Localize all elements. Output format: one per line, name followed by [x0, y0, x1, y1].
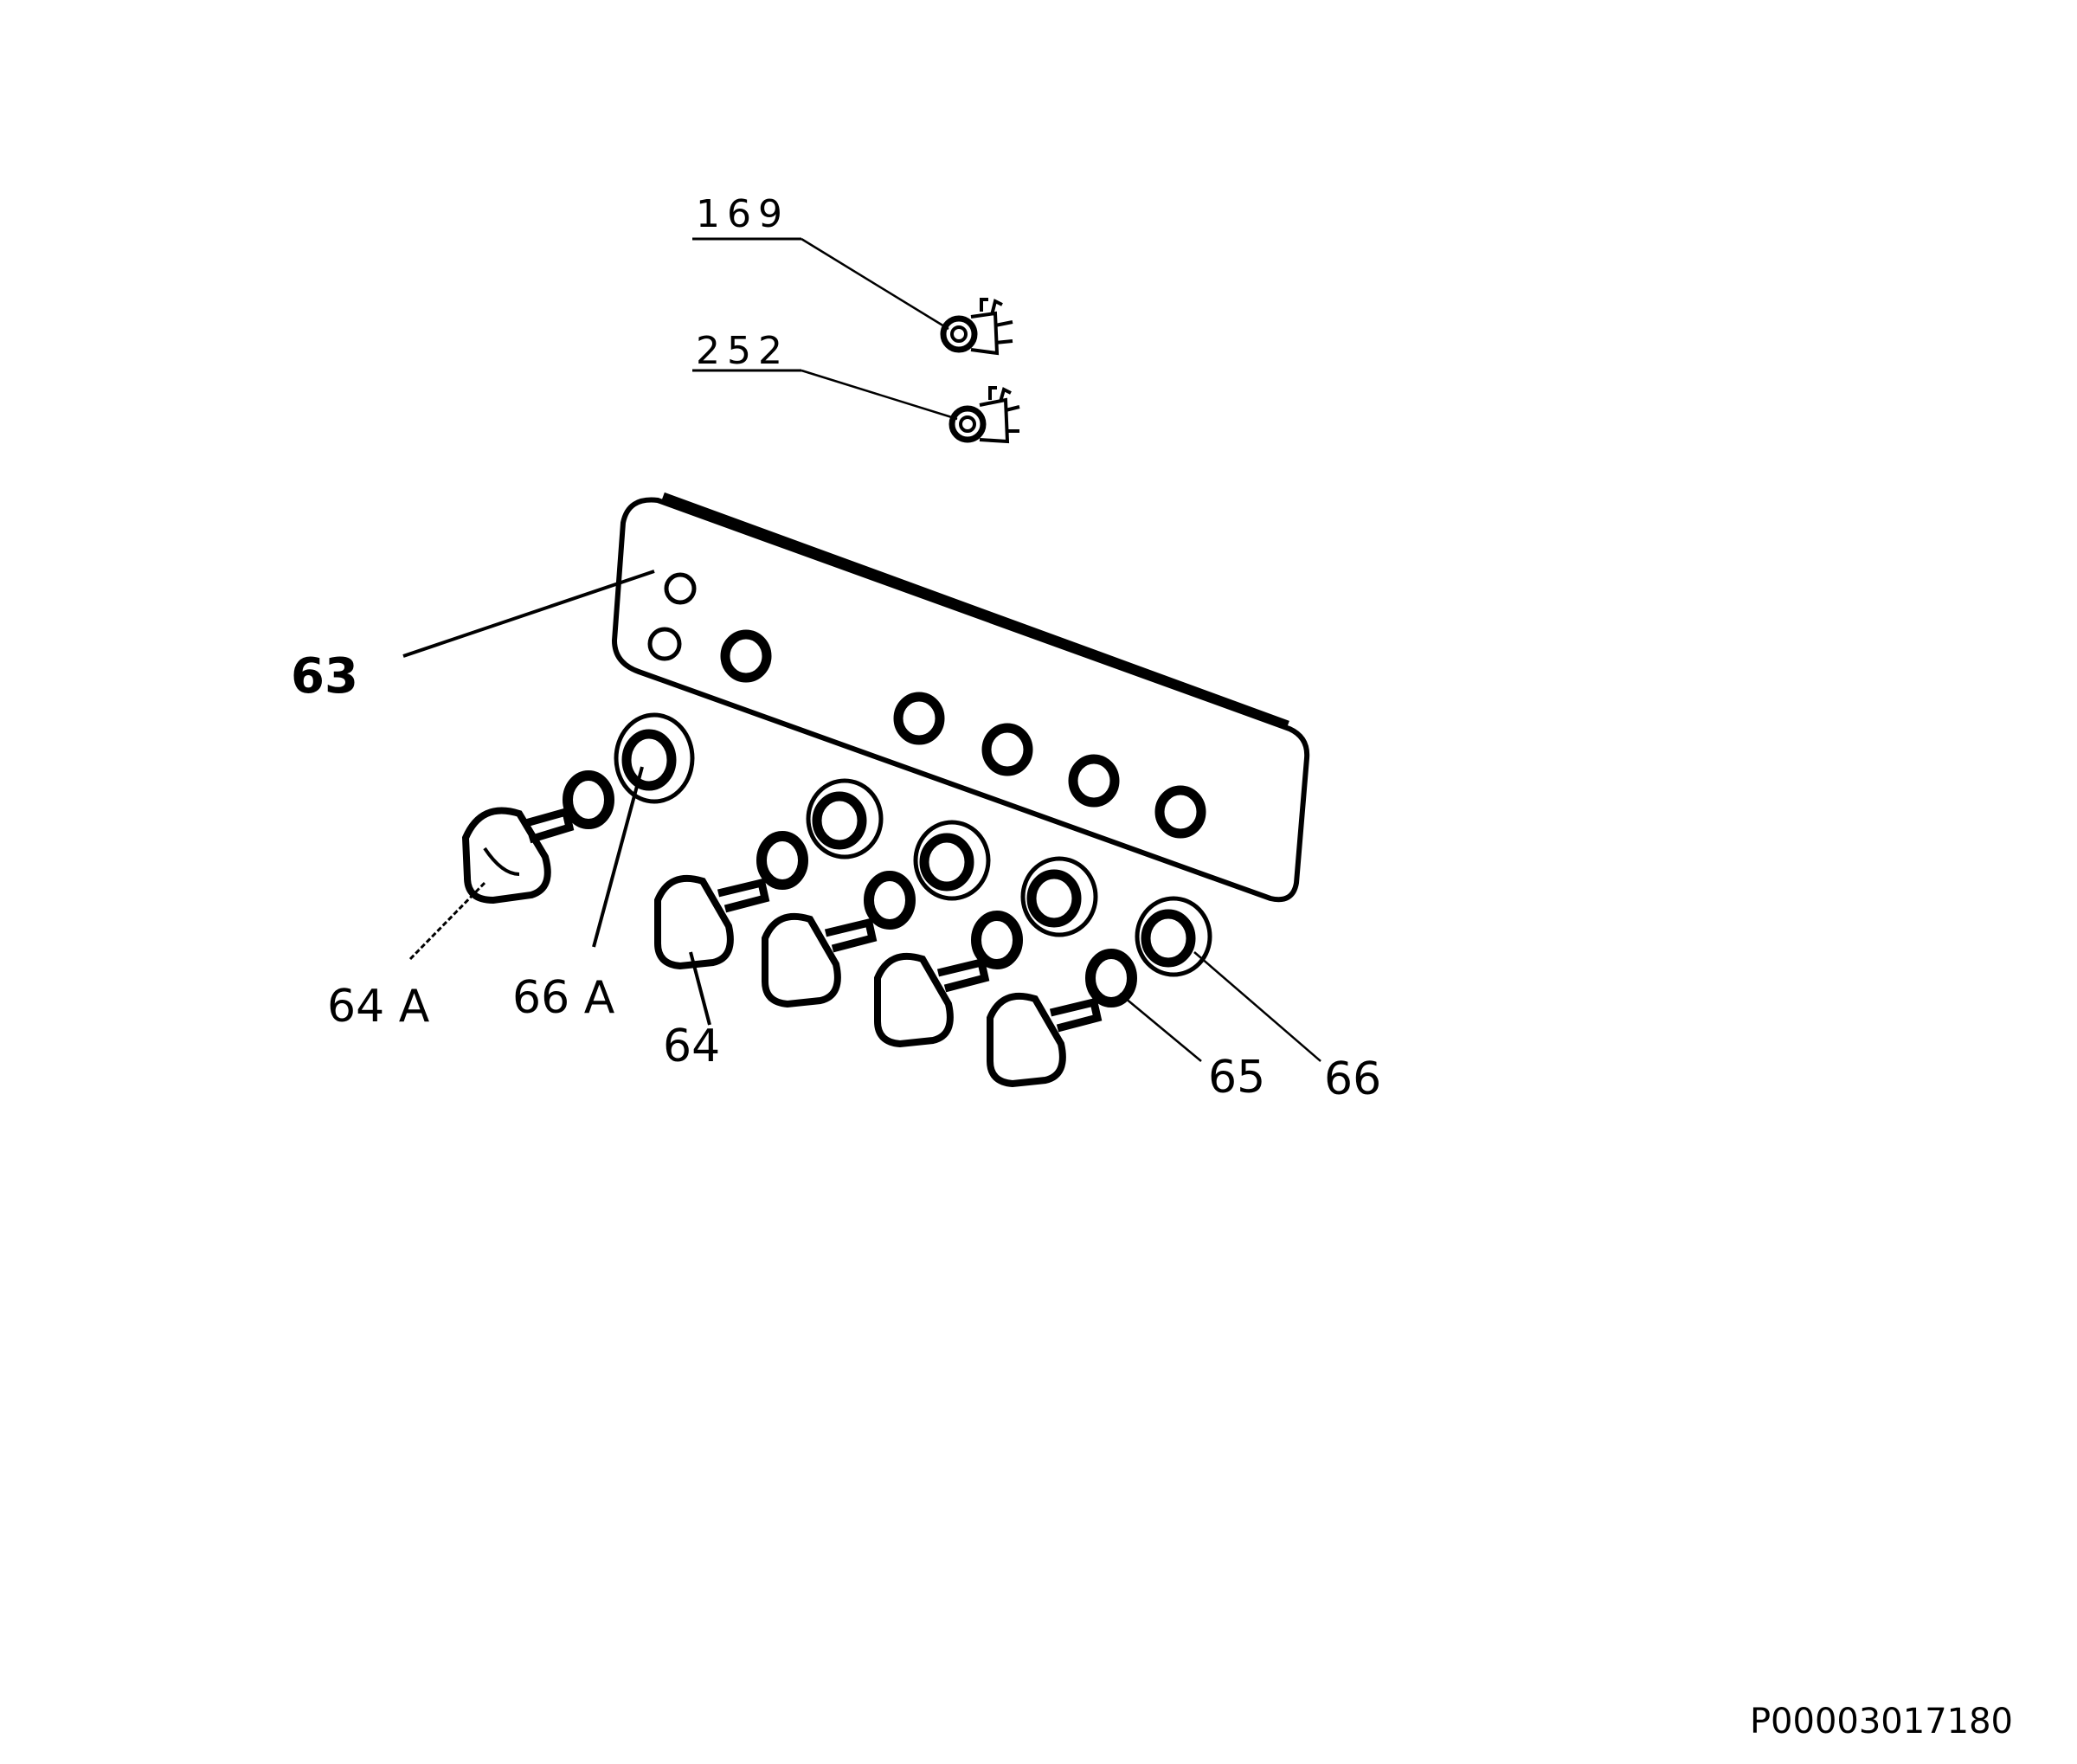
panel-knob-hole-5 [1154, 785, 1206, 839]
part-66-bezel-ring-3 [1020, 856, 1098, 937]
part-64-knob-4 [987, 992, 1103, 1088]
panel-knob-hole-3 [981, 723, 1033, 776]
leader-65 [1119, 993, 1202, 1062]
part-65-washer-3 [971, 911, 1023, 969]
label-66a: 66 A [512, 972, 615, 1024]
panel-knob-hole-2 [893, 692, 945, 745]
label-65: 65 [1208, 1052, 1265, 1104]
part-65a-washer [563, 770, 614, 829]
part-252-indicator-lamp [948, 386, 1020, 444]
leader-64a [408, 881, 486, 961]
label-252: 252 [696, 329, 789, 373]
part-64-knob-1 [654, 874, 770, 970]
part-169-indicator-lamp [940, 298, 1013, 356]
part-66a-bezel-ring [614, 712, 695, 804]
panel-knob-hole-4 [1068, 754, 1120, 808]
panel-lamp-hole-1 [664, 572, 697, 605]
leader-66a [592, 766, 644, 948]
part-63-control-panel [611, 492, 1310, 903]
part-66-bezel-ring-1 [806, 778, 884, 859]
leader-169-arrow [801, 237, 949, 331]
part-65-washer-1 [756, 831, 808, 890]
label-66: 66 [1324, 1053, 1381, 1105]
label-64a: 64 A [327, 981, 430, 1033]
label-169: 169 [696, 192, 789, 236]
part-64-knob-2 [762, 912, 878, 1008]
leader-63 [402, 570, 655, 658]
part-65-washer-4 [1085, 949, 1137, 1008]
part-66-bezel-ring-2 [913, 820, 991, 901]
panel-knob-hole-1 [720, 629, 772, 683]
part-66-bezel-ring-4 [1135, 896, 1212, 977]
panel-lamp-hole-2 [647, 627, 682, 661]
leader-252-arrow [801, 369, 958, 421]
leader-64 [689, 951, 711, 1026]
part-65-washer-2 [864, 871, 916, 930]
leader-66 [1193, 951, 1321, 1062]
reference-code: P00003017180 [1749, 1702, 2013, 1741]
part-64-knob-3 [874, 952, 990, 1048]
label-64: 64 [663, 1020, 720, 1072]
label-63: 63 [291, 648, 358, 705]
